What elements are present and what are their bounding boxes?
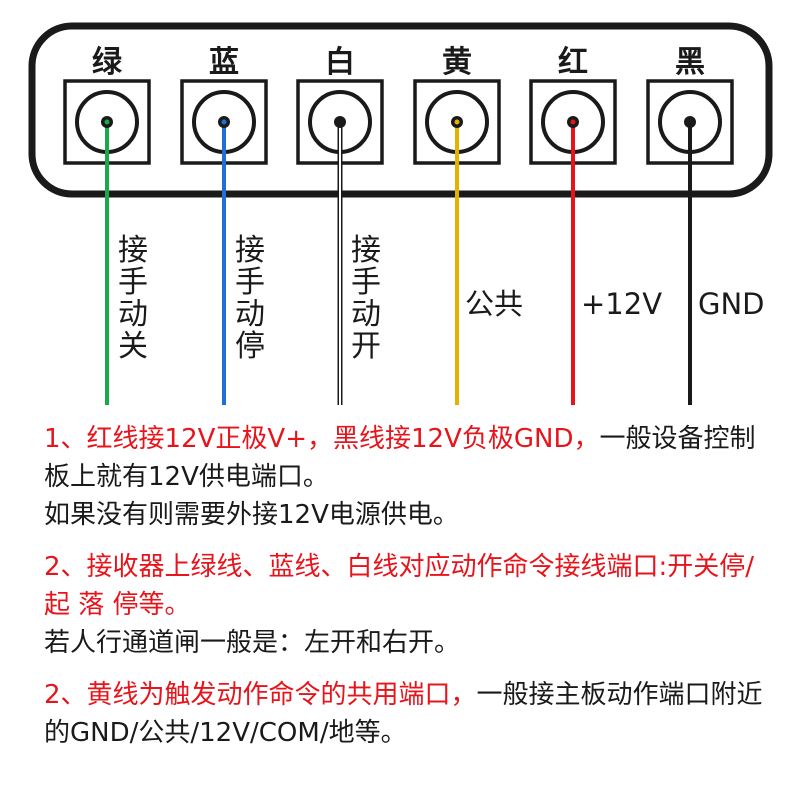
function-label-char: 手 [235, 265, 265, 300]
note-common-red: 2、黄线为触发动作命令的共用端口， [44, 680, 477, 710]
function-label-char: 接 [351, 233, 381, 268]
terminal-dot [684, 116, 696, 128]
function-label-char: 接 [118, 233, 148, 268]
function-label-char: 手 [118, 265, 148, 300]
function-label-char: 停 [235, 329, 265, 364]
function-label-char: 关 [118, 329, 148, 364]
terminal-dot [334, 116, 346, 128]
pin-color-label: 白 [325, 45, 355, 80]
note-power-extra: 如果没有则需要外接12V电源供电。 [44, 500, 459, 530]
pin-color-label: 红 [558, 45, 588, 80]
note-commands: 2、接收器上绿线、蓝线、白线对应动作命令接线端口:开关停/起 落 停等。 若人行… [44, 548, 774, 662]
function-label-char: 动 [351, 297, 381, 332]
wiring-notes: 1、红线接12V正极V+，黑线接12V负极GND，一般设备控制板上就有12V供电… [44, 420, 774, 752]
function-label-char: 手 [351, 265, 381, 300]
function-label-char: 开 [351, 329, 381, 364]
pin-black: 黑 GND [646, 45, 765, 405]
note-commands-extra: 若人行通道闸一般是：左开和右开。 [44, 628, 461, 658]
pin-color-label: 绿 [92, 45, 123, 80]
pin-color-label: 黑 [675, 45, 705, 80]
pin-color-label: 蓝 [209, 45, 239, 80]
note-common-dark: 一般接主板动作端口附近的GND/公共/12V/COM/地等。 [44, 680, 763, 748]
function-label-char: 动 [235, 297, 265, 332]
pin-yellow: 黄公共 [413, 45, 523, 405]
pin-color-label: 黄 [442, 45, 472, 80]
function-label-char: 动 [118, 297, 148, 332]
note-power-red: 1、红线接12V正极V+，黑线接12V负极GND， [44, 424, 600, 454]
note-common: 2、黄线为触发动作命令的共用端口，一般接主板动作端口附近的GND/公共/12V/… [44, 676, 774, 752]
function-label: GND [698, 287, 765, 321]
function-label: 公共 [465, 287, 523, 321]
pin-red: 红 +12V [529, 45, 662, 405]
note-commands-red: 2、接收器上绿线、蓝线、白线对应动作命令接线端口:开关停/起 落 停等。 [44, 552, 755, 620]
note-power-dark: 一般设备控制板上就有12V供电端口。 [44, 424, 756, 492]
function-label-char: 接 [235, 233, 265, 268]
note-power: 1、红线接12V正极V+，黑线接12V负极GND，一般设备控制板上就有12V供电… [44, 420, 774, 534]
function-label: +12V [581, 287, 662, 321]
